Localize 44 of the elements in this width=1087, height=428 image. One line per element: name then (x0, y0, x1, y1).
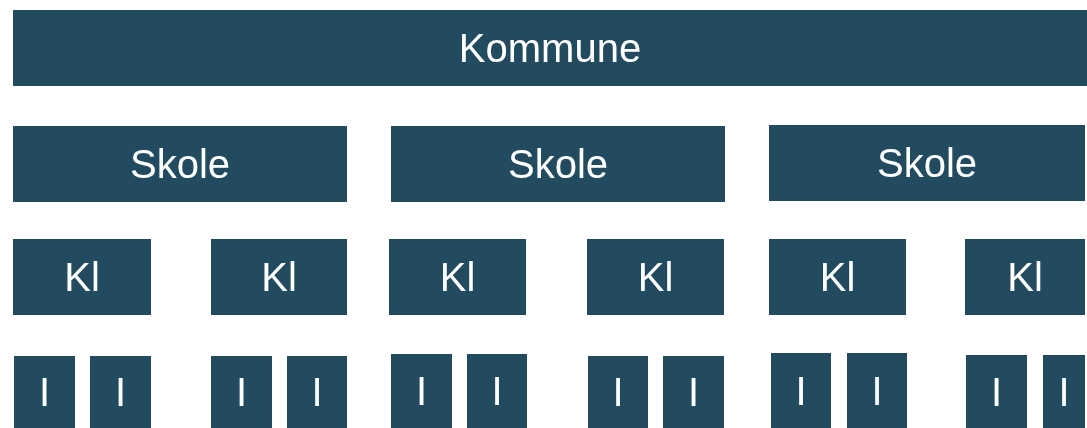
box-label: Kl (261, 257, 297, 297)
org-box (14, 356, 75, 428)
box-label: I (871, 370, 883, 411)
org-box (587, 239, 724, 315)
box-label: Kl (819, 257, 856, 297)
org-box (467, 354, 527, 428)
org-box (1043, 355, 1085, 428)
org-box (769, 239, 906, 315)
box-label: Kl (439, 257, 476, 297)
org-box (847, 353, 907, 428)
box-label: I (235, 372, 248, 412)
org-box (391, 354, 452, 428)
box-label: Kommune (458, 28, 642, 68)
org-box (13, 10, 1087, 86)
box-label: Kl (637, 257, 674, 297)
box-label: I (990, 371, 1003, 412)
box-label: Skole (876, 143, 978, 183)
org-box (588, 356, 648, 428)
box-label: I (114, 372, 127, 412)
org-box (211, 239, 347, 315)
org-box (391, 126, 725, 202)
box-label: I (415, 371, 428, 411)
box-label: I (612, 372, 624, 412)
box-label: I (38, 372, 51, 412)
box-label: I (687, 372, 700, 412)
org-box (965, 239, 1085, 315)
org-box (90, 356, 151, 428)
org-box (966, 355, 1027, 428)
org-box (769, 125, 1085, 201)
org-box (771, 353, 831, 428)
box-label: Skole (507, 144, 609, 184)
box-label: Kl (64, 257, 100, 297)
box-label: I (311, 372, 323, 412)
org-box (663, 356, 724, 428)
box-label: Skole (129, 144, 231, 184)
box-label: I (1058, 371, 1070, 412)
box-label: I (491, 371, 503, 411)
org-box (287, 356, 347, 428)
org-box (389, 239, 526, 315)
org-box (13, 239, 151, 315)
box-label: Kl (1007, 257, 1043, 297)
box-label: I (795, 370, 807, 411)
org-box (211, 356, 272, 428)
org-box (13, 126, 347, 202)
